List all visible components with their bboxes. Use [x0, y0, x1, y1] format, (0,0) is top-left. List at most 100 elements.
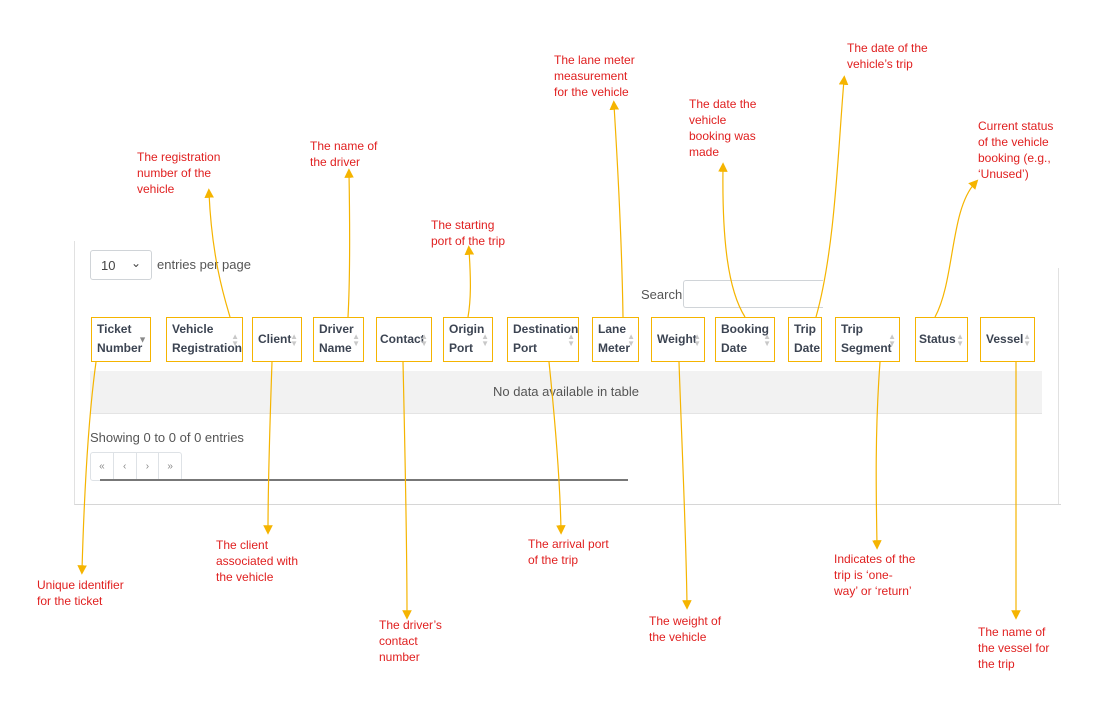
annotation-line: contact [379, 634, 418, 648]
annotation-line: number [379, 650, 420, 664]
annotation-vehicle-registration: The registration number of the vehicle [137, 149, 220, 197]
col-vessel-label: Vessel [986, 332, 1024, 346]
horizontal-scrollbar[interactable] [100, 479, 628, 481]
col-ticket-number-line1: Ticket [97, 322, 132, 336]
col-destination-port-line1: Destination [513, 322, 579, 336]
sort-icon: ▲▼ [352, 331, 360, 348]
annotation-line: way’ or ‘return’ [834, 584, 912, 598]
annotation-line: port of the trip [431, 234, 506, 248]
annotation-line: vehicle [137, 182, 175, 196]
col-client[interactable]: Client ▲▼ [252, 317, 302, 362]
col-trip-date-line2: Date [794, 341, 821, 355]
col-origin-port[interactable]: Origin Port ▲▼ [443, 317, 493, 362]
annotation-destination-port: The arrival port of the trip [528, 536, 609, 568]
sort-icon: ▲▼ [956, 331, 964, 348]
entries-per-page-select[interactable]: 10 ⌄ [90, 250, 152, 280]
col-destination-port[interactable]: Destination Port ▲▼ [507, 317, 579, 362]
col-booking-date-line2: Date [721, 341, 748, 355]
annotation-line: of the vehicle [978, 135, 1049, 149]
col-lane-meter[interactable]: Lane Meter ▲▼ [592, 317, 639, 362]
arrow-segment [872, 361, 882, 550]
annotation-line: The starting [431, 218, 495, 232]
first-page-button[interactable]: « [91, 453, 114, 480]
col-trip-segment-line1: Trip [841, 322, 864, 336]
annotation-line: The name of [310, 139, 378, 153]
annotation-line: vehicle’s trip [847, 57, 913, 71]
annotation-trip-date: The date of the vehicle’s trip [847, 40, 928, 72]
annotation-line: the vehicle [649, 630, 707, 644]
sort-icon: ▲▼ [567, 331, 575, 348]
search-input[interactable] [683, 280, 823, 308]
col-weight[interactable]: Weight ▲▼ [651, 317, 705, 362]
sort-icon: ▲▼ [481, 331, 489, 348]
arrow-driver [344, 168, 354, 318]
annotation-client: The client associated with the vehicle [216, 537, 298, 585]
annotation-line: number of the [137, 166, 212, 180]
empty-table-message: No data available in table [90, 371, 1042, 414]
annotation-line: ‘Unused’) [978, 167, 1029, 181]
next-page-button[interactable]: › [137, 453, 160, 480]
col-driver-name[interactable]: Driver Name ▲▼ [313, 317, 364, 362]
sort-icon: ▲▼ [231, 331, 239, 348]
col-contact[interactable]: Contact ▲▼ [376, 317, 432, 362]
col-weight-label: Weight [657, 332, 697, 346]
col-driver-name-line1: Driver [319, 322, 354, 336]
annotation-line: booking (e.g., [978, 151, 1051, 165]
table-info: Showing 0 to 0 of 0 entries [90, 430, 244, 445]
col-vehicle-registration-line2: Registration [172, 341, 243, 355]
col-trip-segment-line2: Segment [841, 341, 892, 355]
sort-icon: ▲▼ [763, 331, 771, 348]
col-origin-port-line2: Port [449, 341, 473, 355]
annotation-line: The date of the [847, 41, 928, 55]
col-client-label: Client [258, 332, 292, 346]
annotation-vessel: The name of the vessel for the trip [978, 624, 1049, 672]
col-vehicle-registration-line1: Vehicle [172, 322, 214, 336]
col-status[interactable]: Status ▲▼ [915, 317, 968, 362]
chevron-down-icon: ⌄ [131, 256, 142, 270]
previous-page-button[interactable]: ‹ [114, 453, 137, 480]
annotation-line: for the ticket [37, 594, 103, 608]
col-vehicle-registration[interactable]: Vehicle Registration ▲▼ [166, 317, 243, 362]
annotation-line: The arrival port [528, 537, 609, 551]
col-ticket-number[interactable]: Ticket Number ▼ [91, 317, 151, 362]
col-booking-date[interactable]: Booking Date ▲▼ [715, 317, 775, 362]
annotation-status: Current status of the vehicle booking (e… [978, 118, 1053, 182]
annotation-line: the driver [310, 155, 361, 169]
sort-icon: ▲▼ [290, 331, 298, 348]
col-booking-date-line1: Booking [721, 322, 769, 336]
arrow-tripdate [815, 75, 849, 318]
annotation-line: the trip [978, 657, 1015, 671]
search-label: Search: [641, 287, 686, 302]
arrow-status [934, 179, 979, 318]
arrow-destination [548, 361, 566, 535]
annotation-lane-meter: The lane meter measurement for the vehic… [554, 52, 635, 100]
last-page-button[interactable]: » [167, 461, 173, 472]
arrow-lane [609, 100, 624, 318]
annotation-line: the vessel for [978, 641, 1050, 655]
arrow-booking [718, 162, 746, 318]
col-trip-date-line1: Trip [794, 322, 817, 336]
annotation-booking-date: The date the vehicle booking was made [689, 96, 756, 160]
annotation-line: The registration [137, 150, 221, 164]
sort-icon: ▲▼ [1023, 331, 1031, 348]
annotation-ticket: Unique identifier for the ticket [37, 577, 124, 609]
col-contact-label: Contact [380, 332, 425, 346]
arrow-weight [678, 361, 692, 610]
annotation-line: the vehicle [216, 570, 274, 584]
annotation-line: The name of [978, 625, 1046, 639]
annotation-line: made [689, 145, 720, 159]
col-destination-port-line2: Port [513, 341, 537, 355]
arrow-origin [464, 245, 475, 318]
col-vessel[interactable]: Vessel ▲▼ [980, 317, 1035, 362]
arrow-vehicle [204, 188, 231, 318]
annotation-line: booking was [689, 129, 756, 143]
col-trip-date[interactable]: Trip Date [788, 317, 822, 362]
arrow-client [263, 361, 273, 535]
annotation-line: The weight of [649, 614, 722, 628]
annotation-weight: The weight of the vehicle [649, 613, 721, 645]
annotation-line: The date the [689, 97, 757, 111]
col-trip-segment[interactable]: Trip Segment ▲▼ [835, 317, 900, 362]
col-lane-meter-line2: Meter [598, 341, 631, 355]
annotation-line: Indicates of the [834, 552, 916, 566]
arrow-ticket [77, 361, 97, 575]
